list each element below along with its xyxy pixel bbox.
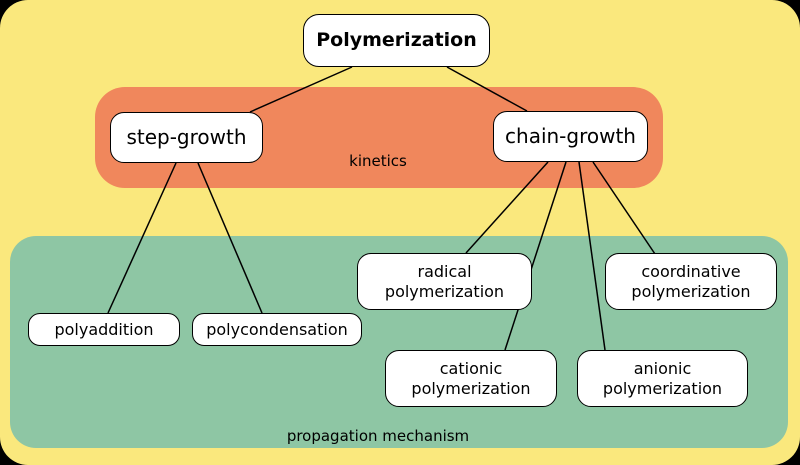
kinetics-band-label: kinetics [349,152,407,170]
node-polyaddition-label: polyaddition [54,319,154,339]
node-step-growth: step-growth [110,112,263,163]
node-cationic-polymerization: cationic polymerization [385,350,557,407]
node-coordinative-polymerization-label: coordinative polymerization [631,261,751,301]
edge-chain-growth-cationic [504,161,567,351]
edge-step-growth-polyaddition [107,162,177,314]
node-chain-growth-label: chain-growth [505,124,636,148]
node-radical-polymerization-label: radical polymerization [384,261,505,301]
node-polycondensation: polycondensation [192,313,362,346]
node-polycondensation-label: polycondensation [206,319,348,339]
node-polymerization: Polymerization [303,14,490,67]
node-step-growth-label: step-growth [126,125,247,149]
node-radical-polymerization: radical polymerization [357,253,532,310]
node-polyaddition: polyaddition [28,313,180,346]
edge-chain-growth-radical [465,161,549,254]
edge-polymerization-chain-growth [446,66,528,112]
edge-chain-growth-anionic [578,161,606,351]
edge-polymerization-step-growth [249,66,353,113]
node-coordinative-polymerization: coordinative polymerization [605,253,777,310]
propagation-band-label: propagation mechanism [286,427,470,445]
node-chain-growth: chain-growth [493,111,648,162]
node-anionic-polymerization-label: anionic polymerization [602,358,723,398]
node-anionic-polymerization: anionic polymerization [577,350,748,407]
node-polymerization-label: Polymerization [316,28,477,51]
edge-step-growth-polycondensation [197,162,263,314]
edge-chain-growth-coordinative [592,161,656,255]
node-cationic-polymerization-label: cationic polymerization [411,358,531,398]
